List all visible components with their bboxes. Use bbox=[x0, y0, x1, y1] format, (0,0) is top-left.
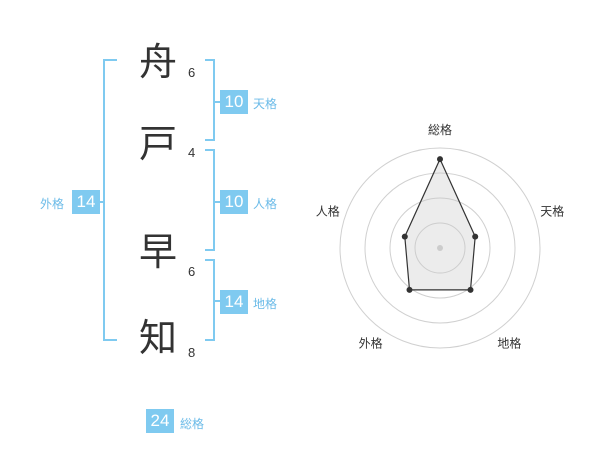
ten-bracket bbox=[205, 59, 215, 141]
sou-kaku-value: 24 bbox=[146, 409, 174, 433]
radar-ring-2 bbox=[389, 197, 491, 299]
jin-kaku-label: 人格 bbox=[253, 197, 278, 211]
chi-kaku-value: 14 bbox=[220, 290, 248, 314]
outer-bracket bbox=[103, 59, 117, 341]
radar-point-3 bbox=[467, 286, 474, 293]
ten-kaku-label: 天格 bbox=[253, 97, 278, 111]
radar-axis-label-1: 総格 bbox=[428, 122, 452, 137]
gai-kaku-label: 外格 bbox=[40, 197, 65, 211]
radar-ring-1 bbox=[414, 222, 466, 274]
jin-kaku-value: 10 bbox=[220, 190, 248, 214]
radar-axis-label-4: 外格 bbox=[359, 336, 383, 351]
name-char-3: 早 bbox=[139, 230, 178, 274]
radar-center-dot bbox=[437, 245, 443, 251]
ten-kaku-value: 10 bbox=[220, 90, 248, 114]
name-char-1: 舟 bbox=[139, 40, 178, 84]
radar-point-1 bbox=[437, 156, 443, 163]
stroke-count-4: 8 bbox=[188, 345, 196, 360]
gai-kaku-value: 14 bbox=[72, 190, 100, 214]
name-char-4: 知 bbox=[139, 316, 178, 360]
radar-axis-label-2: 天格 bbox=[540, 204, 564, 219]
stroke-count-2: 4 bbox=[188, 145, 196, 160]
chi-kaku-label: 地格 bbox=[253, 297, 278, 311]
radar-ring-4 bbox=[339, 147, 541, 349]
radar-axis-label-3: 地格 bbox=[497, 336, 521, 351]
stroke-count-1: 6 bbox=[188, 65, 196, 80]
stroke-count-3: 6 bbox=[188, 264, 196, 279]
sou-kaku-label: 総格 bbox=[180, 417, 205, 431]
radar-point-5 bbox=[401, 233, 408, 240]
radar-series-polygon bbox=[404, 157, 476, 291]
radar-ring-3 bbox=[364, 172, 516, 324]
radar-point-2 bbox=[472, 233, 479, 240]
radar-point-4 bbox=[406, 286, 413, 293]
radar-axis-label-5: 人格 bbox=[316, 204, 340, 219]
jin-bracket bbox=[205, 149, 215, 251]
name-char-2: 戸 bbox=[139, 122, 178, 166]
